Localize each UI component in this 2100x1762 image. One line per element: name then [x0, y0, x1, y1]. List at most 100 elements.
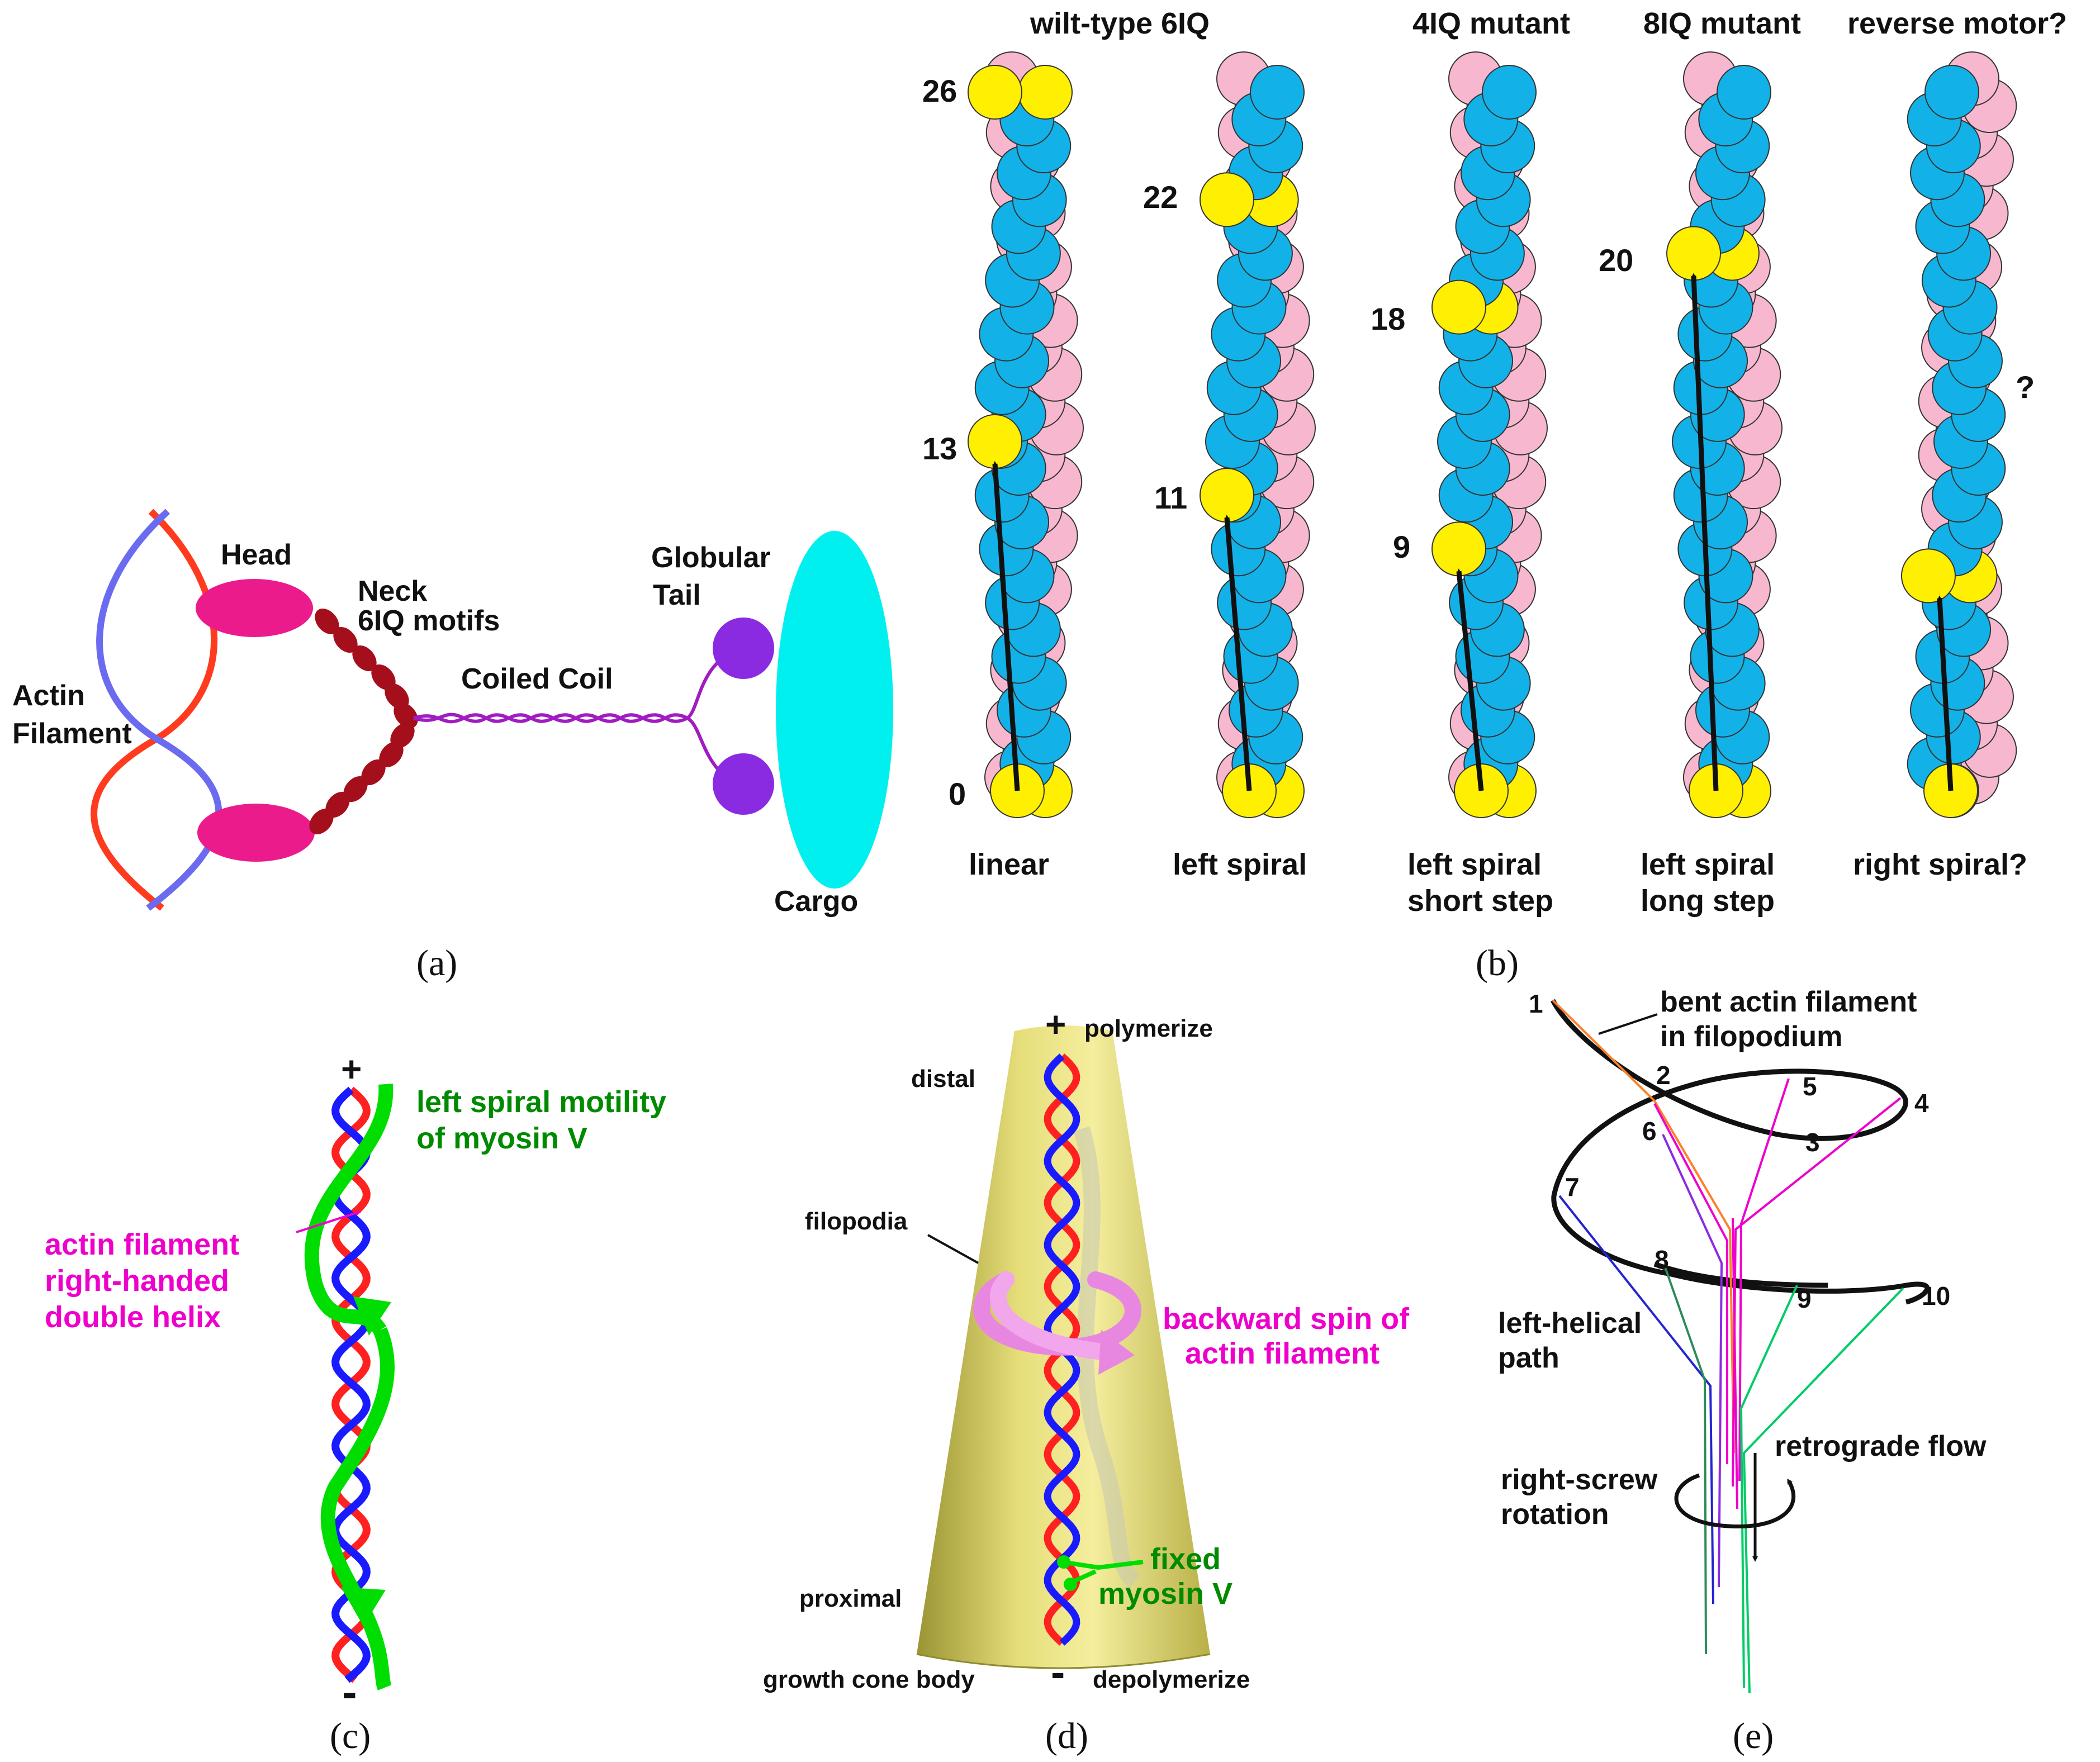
point-2: 2 [1656, 1061, 1671, 1090]
motility-label-1: left spiral motility [416, 1085, 666, 1119]
bent-filament-label-1: bent actin filament [1660, 986, 1917, 1018]
caption-e: (e) [1733, 1716, 1774, 1756]
depolymerize-label: depolymerize [1093, 1666, 1250, 1693]
tail-stalk [686, 652, 731, 781]
step-arrow [1691, 273, 1719, 791]
step-number-11: 11 [1154, 480, 1187, 515]
actin-filament-label-1: Actin [12, 680, 85, 712]
bottom-label-short-step: short step [1407, 884, 1553, 918]
panel-a: Actin Filament Head Neck 6IQ motifs Coil… [12, 509, 893, 984]
caption-d: (d) [1045, 1716, 1088, 1756]
actin-filament-label-2: Filament [12, 718, 132, 750]
caption-a: (a) [416, 943, 457, 984]
column-title-4iq: 4IQ mutant [1412, 7, 1570, 40]
bottom-label-linear: linear [969, 848, 1049, 881]
plus-end-d: + [1045, 1004, 1066, 1044]
bent-filament-leader [1598, 1013, 1658, 1035]
motility-label-2: of myosin V [416, 1122, 587, 1155]
backward-spin-arrow [973, 1271, 1141, 1375]
step-number-0: 0 [949, 776, 966, 811]
globular-tail-label-1: Globular [651, 542, 771, 574]
polymerize-label: polymerize [1084, 1015, 1213, 1042]
iq-motif-bead [371, 664, 396, 691]
globular-tail-upper [713, 618, 774, 679]
neck-label-1: Neck [358, 575, 427, 607]
step-number-22: 22 [1143, 179, 1178, 215]
panel-b: wilt-type 6IQ 4IQ mutant 8IQ mutant reve… [922, 7, 2067, 984]
filopodia-leader [927, 1234, 979, 1264]
step-number-20: 20 [1599, 243, 1633, 278]
iq-motif-bead [315, 608, 339, 635]
point-4: 4 [1914, 1089, 1929, 1118]
step-number-question: ? [2016, 369, 2035, 405]
actin-bead-blue [1018, 65, 1073, 120]
binding-site-bead [968, 65, 1022, 120]
panel-c: + - left spiral motility of myosin V act… [45, 1049, 666, 1756]
binding-site-bead [1666, 226, 1721, 281]
step-arrow [992, 461, 1020, 791]
bottom-label-left-spiral-4iq: left spiral [1407, 848, 1542, 881]
caption-b: (b) [1476, 943, 1519, 984]
left-helical-label-2: path [1498, 1342, 1559, 1374]
point-6: 6 [1642, 1117, 1657, 1146]
point-10: 10 [1922, 1281, 1950, 1310]
shadow-filament [1073, 1126, 1140, 1588]
helix-label-leader [296, 1210, 361, 1233]
cargo [776, 531, 893, 889]
left-helical-label-1: left-helical [1498, 1307, 1642, 1340]
globular-tail-lower [713, 753, 774, 815]
iq-motif-bead [379, 741, 404, 768]
binding-site-bead [1901, 548, 1956, 604]
binding-site-bead [1200, 172, 1254, 227]
fixed-myosin-v [1057, 1555, 1144, 1591]
iq-motif-bead [394, 702, 418, 729]
step-arrow [1937, 595, 1954, 791]
globular-tail-label-2: Tail [653, 579, 701, 611]
bottom-label-right-spiral: right spiral? [1853, 848, 2027, 881]
panel-e: 1 2 3 4 5 6 7 8 9 10 bent actin filament… [1498, 986, 1987, 1756]
spin-label-1: backward spin of [1163, 1302, 1410, 1336]
step-number-18: 18 [1371, 301, 1405, 336]
bottom-label-left-spiral: left spiral [1173, 848, 1307, 881]
fixed-myosin-label-2: myosin V [1098, 1577, 1232, 1611]
caption-c: (c) [330, 1716, 371, 1756]
minus-end-c: - [342, 1667, 357, 1717]
point-3: 3 [1805, 1128, 1820, 1157]
iq-motif-bead [309, 808, 334, 835]
actin-bead-blue [1924, 65, 1979, 120]
coiled-coil-strand [413, 713, 689, 723]
actin-bead-blue [1482, 65, 1537, 120]
helix-label-3: double helix [45, 1300, 221, 1334]
binding-site-bead [1200, 468, 1254, 523]
myosin-head-lower [197, 804, 315, 862]
neck-iq-motifs [309, 608, 418, 835]
filament-lines [1552, 999, 1904, 1694]
coiled-coil-label: Coiled Coil [461, 663, 613, 695]
filopodia-label: filopodia [805, 1208, 908, 1235]
point-7: 7 [1565, 1172, 1580, 1201]
distal-label: distal [911, 1065, 975, 1093]
point-8: 8 [1655, 1245, 1669, 1274]
head-label: Head [221, 539, 292, 571]
step-arrow [1224, 515, 1252, 791]
retrograde-flow-label: retrograde flow [1775, 1430, 1987, 1462]
cargo-label: Cargo [774, 885, 858, 918]
point-5: 5 [1803, 1072, 1817, 1101]
binding-site-bead [968, 414, 1022, 469]
bead-column-1 [1200, 51, 1316, 818]
bead-column-3 [1666, 51, 1783, 818]
actin-bead-blue [1250, 65, 1305, 120]
bead-column-4 [1901, 51, 2017, 818]
iq-motif-bead [361, 759, 386, 786]
iq-motif-bead [325, 791, 350, 818]
proximal-label: proximal [799, 1585, 902, 1612]
bead-column-0 [968, 51, 1084, 818]
minus-end-d: - [1051, 1649, 1065, 1696]
bottom-label-left-spiral-8iq: left spiral [1641, 848, 1775, 881]
actin-filament-a [91, 509, 222, 911]
point-9: 9 [1797, 1284, 1812, 1313]
spin-label-2: actin filament [1185, 1337, 1380, 1370]
step-arrow [1456, 568, 1484, 791]
